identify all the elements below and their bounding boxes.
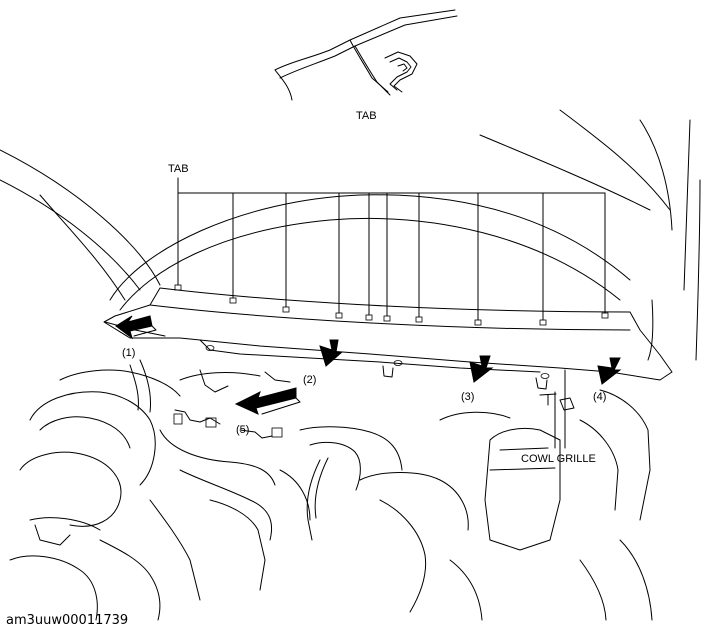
figure-id-caption: am3uuw00011739 bbox=[6, 613, 129, 628]
removal-arrow-1 bbox=[115, 315, 157, 340]
step-4-label: (4) bbox=[593, 391, 606, 403]
tab-callout-label: TAB bbox=[168, 163, 189, 175]
tab-detail-label: TAB bbox=[356, 110, 377, 122]
removal-arrow-4 bbox=[597, 357, 622, 385]
removal-arrow-3 bbox=[469, 355, 494, 383]
tab-callout-lines bbox=[177, 177, 606, 321]
engine-bay-illustration bbox=[9, 359, 653, 621]
step-3-label: (3) bbox=[461, 391, 474, 403]
cowl-grille-panel bbox=[103, 287, 673, 390]
step-2-label: (2) bbox=[303, 374, 316, 386]
tab-detail-illustration bbox=[274, 9, 458, 101]
step-1-label: (1) bbox=[122, 347, 135, 359]
vehicle-body-lines bbox=[0, 109, 701, 361]
tab-markers bbox=[174, 284, 609, 326]
removal-arrow-2 bbox=[319, 339, 344, 367]
cowl-grille-label: COWL GRILLE bbox=[521, 453, 596, 465]
removal-arrow-5 bbox=[234, 387, 301, 415]
